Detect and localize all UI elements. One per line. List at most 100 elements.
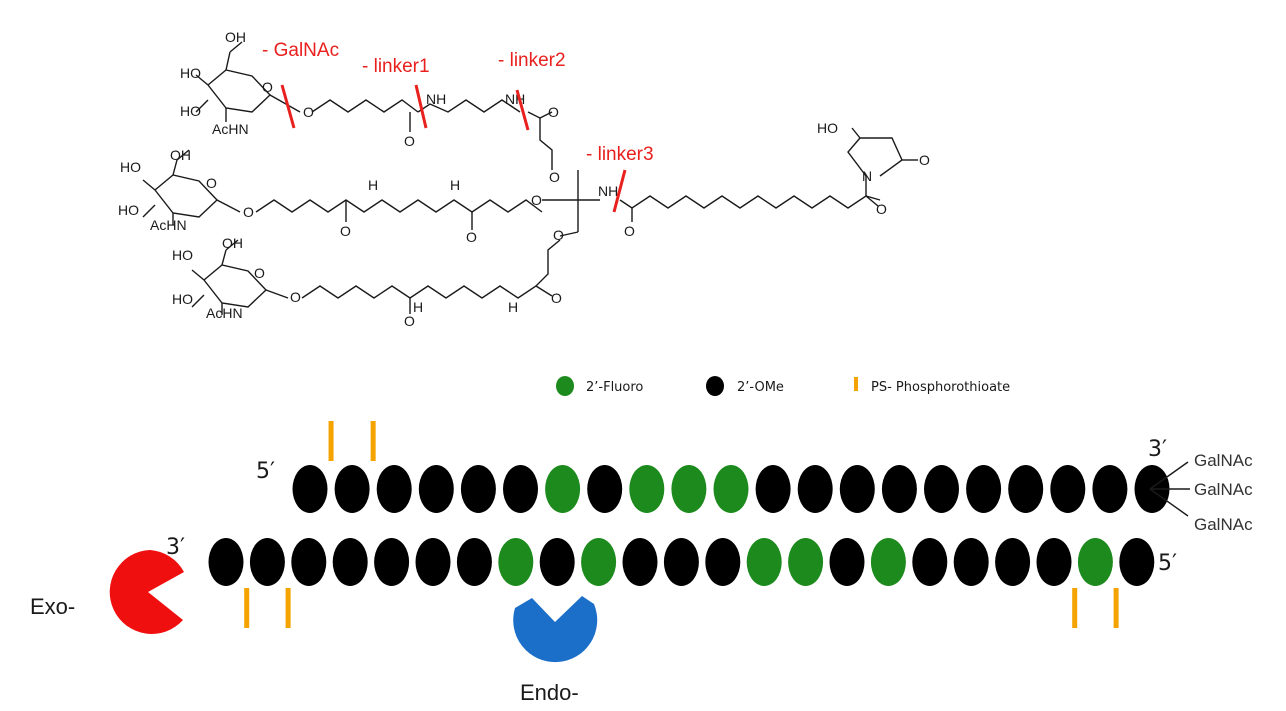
nucleotide-2ome: [249, 538, 285, 586]
ether-oxygen-label: O: [553, 227, 564, 243]
nucleotide-2ome: [797, 465, 833, 513]
carbonyl-oxygen-label: O: [548, 104, 559, 120]
sugar-ring-bottom: HO OH HO AcHN O: [172, 235, 289, 321]
sense-three-prime-label: 3′: [1148, 437, 1167, 462]
h-label: H: [450, 177, 460, 193]
nucleotide-2f: [713, 465, 749, 513]
nucleotide-2ome: [539, 538, 575, 586]
ho-label: HO: [817, 120, 838, 136]
legend: 2’-Fluoro 2’-OMe PS- Phosphorothioate: [556, 376, 1010, 396]
nucleotide-2ome: [418, 465, 454, 513]
galnac-cluster: GalNAc GalNAc GalNAc: [1149, 451, 1253, 534]
cut-line-galnac: [280, 84, 296, 129]
nucleotide-2ome: [334, 465, 370, 513]
nucleotide-2f: [1077, 538, 1113, 586]
ho-label: HO: [180, 65, 201, 81]
nucleotide-2ome: [332, 538, 368, 586]
nucleotide-2ome: [291, 538, 327, 586]
oh-label: OH: [225, 29, 246, 45]
nucleotide-2ome: [953, 538, 989, 586]
endonuclease-label: Endo-: [520, 680, 579, 705]
nucleotide-2ome: [755, 465, 791, 513]
n-label: N: [862, 168, 872, 184]
nucleotide-2ome: [415, 538, 451, 586]
chain-bottom: O O H H O O: [290, 227, 579, 329]
prolinol-ring: N HO O: [817, 120, 930, 196]
legend-ps-swatch: [854, 377, 858, 391]
nucleotide-2f: [581, 538, 617, 586]
exonuclease-label: Exo-: [30, 594, 75, 619]
endonuclease: Endo-: [513, 596, 598, 705]
achn-label: AcHN: [212, 121, 249, 137]
cut-label-linker1: - linker1: [362, 56, 430, 77]
nucleotide-2f: [545, 465, 581, 513]
hydroxyl-oxygen-label: O: [919, 152, 930, 168]
nucleotide-2ome: [374, 538, 410, 586]
carbonyl-oxygen-label: O: [404, 133, 415, 149]
galnac-label: GalNAc: [1194, 480, 1253, 499]
nucleotide-2ome: [622, 538, 658, 586]
cut-line-linker3: [612, 169, 627, 213]
nh-label: NH: [598, 183, 618, 199]
antisense-five-prime-label: 5′: [1158, 551, 1177, 576]
exonuclease-pacman-icon: [109, 550, 184, 634]
legend-ome-label: 2’-OMe: [737, 380, 784, 395]
oh-label: OH: [222, 235, 243, 251]
carbonyl-oxygen-label: O: [551, 290, 562, 306]
cut-markers: - GalNAc - linker1 - linker2 - linker3: [262, 40, 654, 213]
legend-ps-label: PS- Phosphorothioate: [871, 380, 1010, 395]
nucleotide-2f: [870, 538, 906, 586]
nucleotide-2ome: [1119, 538, 1155, 586]
exonuclease: Exo-: [30, 550, 184, 634]
ether-oxygen-label: O: [549, 169, 560, 185]
ps-linkage-mark: [328, 421, 334, 461]
carbonyl-oxygen-label: O: [404, 313, 415, 329]
cut-line-linker1: [414, 84, 428, 129]
antisense-strand: [208, 538, 1155, 586]
cut-label-galnac: - GalNAc: [262, 40, 339, 61]
nucleotide-2ome: [1036, 538, 1072, 586]
ring-oxygen-label: O: [262, 79, 273, 95]
oh-label: OH: [170, 147, 191, 163]
sense-five-prime-label: 5′: [256, 459, 275, 484]
nucleotide-2f: [629, 465, 665, 513]
cut-label-linker2: - linker2: [498, 50, 566, 71]
ether-oxygen-label: O: [290, 289, 301, 305]
ps-linkage-mark: [1113, 588, 1119, 628]
nucleotide-2ome: [503, 465, 538, 513]
h-label: H: [508, 299, 518, 315]
cut-line-linker2: [515, 89, 530, 131]
sugar-ring-top: HO OH HO AcHN O: [180, 29, 301, 137]
ring-oxygen-label: O: [206, 175, 217, 191]
nucleotide-2ome: [966, 465, 1002, 513]
nucleotide-2ome: [839, 465, 875, 513]
chain-middle: O O H H O O NH: [243, 170, 618, 245]
antisense-three-prime-label: 3′: [166, 535, 185, 560]
nucleotide-2f: [788, 538, 824, 586]
nucleotide-2ome: [587, 465, 623, 513]
h-label: H: [413, 299, 423, 315]
carbonyl-oxygen-label: O: [340, 223, 351, 239]
legend-fluoro-label: 2’-Fluoro: [586, 380, 643, 395]
galnac-label: GalNAc: [1194, 515, 1253, 534]
nucleotide-2ome: [924, 465, 959, 513]
carbonyl-oxygen-label: O: [624, 223, 635, 239]
ether-oxygen-label: O: [243, 204, 254, 220]
nucleotide-2f: [498, 538, 534, 586]
cut-label-linker3: - linker3: [586, 144, 654, 165]
galnac-ligand-structure: HO OH HO AcHN O O O NH NH O O: [118, 29, 930, 329]
nh-label: NH: [426, 91, 446, 107]
nucleotide-2ome: [456, 538, 492, 586]
ether-oxygen-label: O: [303, 104, 314, 120]
nucleotide-2ome: [1008, 465, 1044, 513]
nucleotide-2f: [671, 465, 707, 513]
nucleotide-2ome: [829, 538, 865, 586]
chain-top: O O NH NH O O: [303, 91, 560, 185]
nucleotide-2ome: [663, 538, 699, 586]
nucleotide-2ome: [912, 538, 948, 586]
achn-label: AcHN: [206, 305, 243, 321]
alkyl-chain: O O: [619, 195, 887, 239]
nucleotide-2ome: [995, 538, 1031, 586]
nucleotide-2ome: [705, 538, 741, 586]
